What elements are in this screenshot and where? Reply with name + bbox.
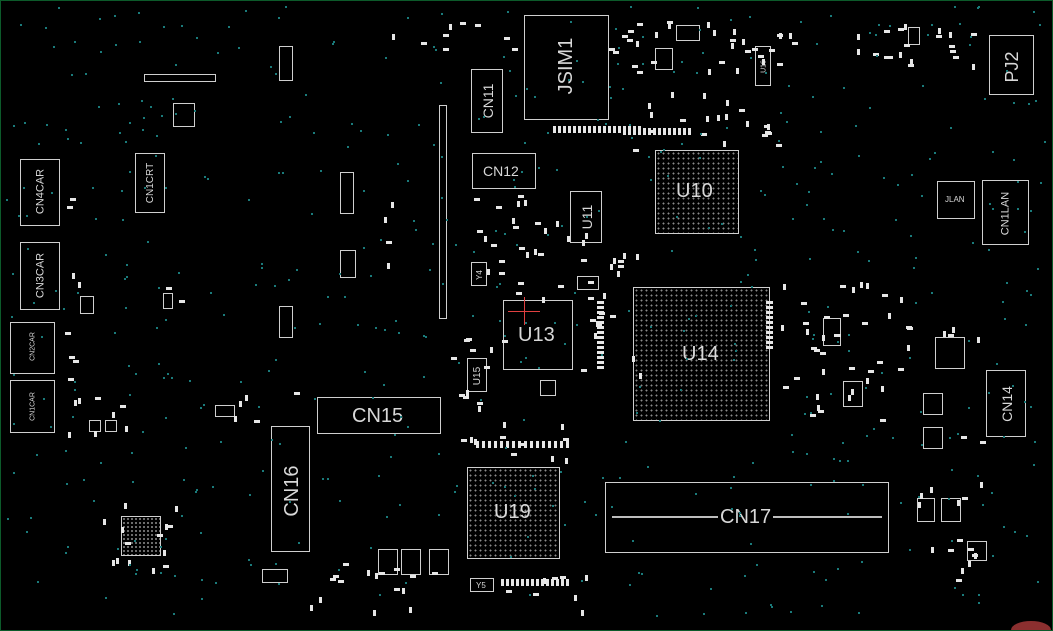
component-jsim1[interactable]: JSIM1 — [524, 15, 609, 120]
chip-smd-v — [540, 380, 556, 396]
label-cn3car: CN3CAR — [34, 252, 47, 299]
component-u16[interactable]: U16 — [755, 46, 771, 86]
chip-smd-g — [655, 48, 673, 70]
connector-top-small — [144, 74, 216, 82]
chip-smd-f — [676, 25, 700, 41]
connector-edge-vertical — [439, 105, 447, 319]
label-cn1car: CN1CAR — [29, 392, 37, 421]
component-pj2[interactable]: PJ2 — [989, 35, 1034, 95]
component-cn1lan[interactable]: CN1LAN — [982, 180, 1029, 245]
chip-smd-i — [935, 337, 965, 369]
component-cn1car[interactable]: CN1CAR — [10, 380, 55, 433]
component-cn3car[interactable]: CN3CAR — [20, 242, 60, 310]
component-cn2car[interactable]: CN2CAR — [10, 322, 55, 374]
crosshair-marker-v — [524, 297, 525, 325]
component-u13[interactable]: U13 — [503, 300, 573, 370]
chip-smd-k — [923, 427, 943, 449]
label-u11: U11 — [579, 204, 595, 230]
label-cn1lan: CN1LAN — [999, 191, 1012, 236]
chip-smd-h — [908, 27, 920, 45]
chip-smd-p — [843, 381, 863, 407]
component-cn14[interactable]: CN14 — [986, 370, 1026, 437]
label-cn1crt: CN1CRT — [145, 162, 156, 204]
label-u15: U15 — [472, 366, 483, 386]
chip-smd-m — [941, 498, 961, 522]
label-u13: U13 — [518, 324, 555, 346]
chip-smd-q — [215, 405, 235, 417]
component-cn12[interactable]: CN12 — [472, 153, 536, 189]
chip-smd-z — [89, 420, 101, 432]
corner-marker — [1011, 621, 1051, 630]
component-jlan[interactable]: JLAN — [937, 181, 975, 219]
label-jlan: JLAN — [945, 195, 965, 204]
label-jsim1: JSIM1 — [555, 37, 577, 95]
chip-smd-y — [163, 293, 173, 309]
label-u14: U14 — [682, 343, 719, 365]
label-cn2car: CN2CAR — [29, 332, 37, 361]
label-cn15: CN15 — [352, 405, 404, 427]
component-y5[interactable]: Y5 — [470, 578, 494, 592]
chip-qfn-left — [121, 516, 161, 556]
label-cn11: CN11 — [480, 83, 496, 119]
component-cn11[interactable]: CN11 — [471, 69, 503, 133]
chip-smd-o — [823, 318, 841, 346]
chip-smd-u — [429, 549, 449, 575]
chip-smd-x — [80, 296, 94, 314]
component-u10[interactable]: U10 — [655, 150, 739, 234]
component-cn1crt[interactable]: CN1CRT — [135, 153, 165, 213]
label-cn4car: CN4CAR — [34, 168, 47, 215]
label-cn14: CN14 — [999, 386, 1015, 422]
component-y4[interactable]: Y4 — [471, 262, 487, 286]
label-u19: U19 — [494, 501, 531, 523]
chip-smd-d — [340, 250, 356, 278]
chip-smd-w — [577, 276, 599, 290]
component-cn17[interactable]: CN17 — [605, 482, 889, 553]
label-u16: U16 — [760, 60, 768, 73]
chip-smd-b — [279, 46, 293, 81]
chip-smd-r — [262, 569, 288, 583]
chip-smd-aa — [105, 420, 117, 432]
label-pj2: PJ2 — [1002, 51, 1022, 83]
chip-smd-c — [340, 172, 354, 214]
label-y4: Y4 — [475, 270, 484, 280]
label-u10: U10 — [676, 180, 713, 202]
component-cn4car[interactable]: CN4CAR — [20, 159, 60, 226]
label-cn16: CN16 — [281, 465, 303, 517]
component-u15[interactable]: U15 — [467, 358, 487, 392]
label-y5: Y5 — [476, 581, 486, 590]
label-cn17: CN17 — [718, 506, 774, 528]
chip-smd-e — [279, 306, 293, 338]
chip-smd-l — [917, 498, 935, 522]
component-cn16[interactable]: CN16 — [271, 426, 310, 552]
chip-smd-j — [923, 393, 943, 415]
label-cn12: CN12 — [483, 163, 519, 179]
chip-smd-s — [378, 549, 398, 575]
chip-smd-a — [173, 103, 195, 127]
component-cn15[interactable]: CN15 — [317, 397, 441, 434]
component-u14[interactable]: U14 — [633, 287, 770, 421]
chip-smd-n — [967, 541, 987, 561]
component-u19[interactable]: U19 — [467, 467, 560, 559]
chip-smd-t — [401, 549, 421, 575]
component-u11[interactable]: U11 — [570, 191, 602, 243]
